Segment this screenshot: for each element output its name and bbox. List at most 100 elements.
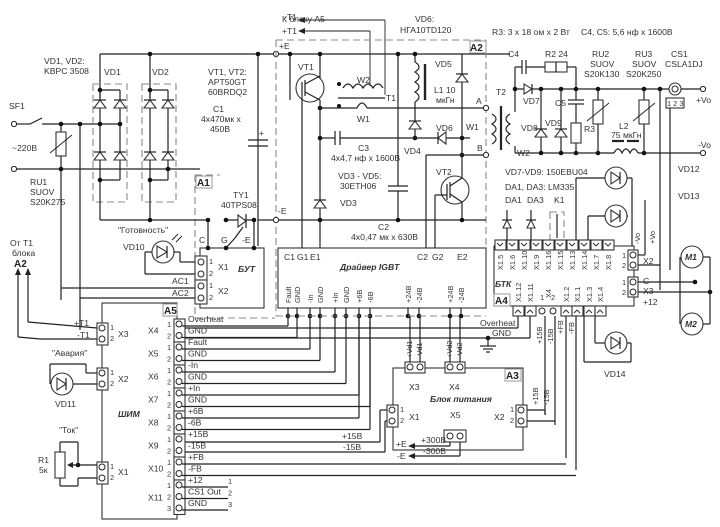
a4-x4-terminal (549, 307, 557, 315)
vd3-diode (312, 199, 328, 209)
vd5-label: VD5 (435, 59, 452, 69)
a5-name: ШИМ (118, 409, 141, 419)
x2-minus-vo: -Vo (633, 233, 642, 244)
a4-x4-terminal (538, 307, 546, 315)
a5-pin-label: CS1 Out (188, 487, 222, 497)
a5-pin-label: GND (188, 372, 207, 382)
svg-text:1: 1 (622, 251, 626, 260)
a5-terminal (175, 332, 183, 339)
minus-300-label: -300B (423, 446, 446, 456)
driver-pin-label: -24B (415, 287, 424, 303)
vd11-caption: "Авария" (52, 348, 87, 358)
a5-label: A5 (164, 306, 177, 317)
a5-pin-number: 2 (167, 332, 171, 341)
a5-terminal (175, 504, 183, 512)
svg-text:1: 1 (209, 281, 213, 290)
drv-pin-c1: C1 (284, 252, 295, 262)
a5-pin-label: -In (188, 360, 198, 370)
a5-pin-number: 1 (167, 366, 171, 375)
vd1-label: VD1 (104, 67, 121, 77)
a5-terminal (175, 493, 183, 500)
svg-text:1: 1 (209, 257, 213, 266)
vd6-part: НГА10ТD120 (400, 25, 452, 35)
terminal-glyph (562, 309, 570, 314)
c2-value: 4х0,47 мк х 630В (351, 232, 418, 242)
driver-pin-label: -24B (457, 287, 466, 303)
c3-label: C3 (358, 143, 369, 153)
a5-pin-label: GND (188, 326, 207, 336)
vd5-diode (454, 73, 470, 83)
r3-resistor (570, 122, 582, 144)
gnd-label: GND (492, 328, 511, 338)
svg-text:2: 2 (622, 288, 626, 297)
a5-terminal (175, 447, 183, 454)
a3-x5: X5 (450, 410, 461, 420)
a5-pin-number: 2 (167, 447, 171, 456)
ac2-label: AC2 (172, 288, 189, 298)
a5-connector-name: X4 (148, 326, 159, 336)
a4-x4-label: X4 (544, 289, 553, 298)
sf1-label: SF1 (9, 101, 25, 111)
a5-terminal (175, 424, 183, 431)
from-t1-a2: А2 (14, 259, 27, 270)
igbt-driver-board (277, 247, 487, 309)
a5-pwm-board: A5 ШИМ 12 X3 +T1 -T1 12 X2 "Авария" VD11… (17, 302, 576, 520)
l2-inductor (613, 148, 639, 155)
minus-t1-label: -T1 (77, 330, 90, 340)
t2-label: T2 (496, 87, 506, 97)
a2-power-stage: A2 К блоку А5 -T1 +T1 +E VD6: НГА10ТD120… (258, 12, 497, 319)
ty1-label: TY1 (233, 190, 249, 200)
p15-label: +15B (342, 431, 363, 441)
t1-minus-label: -T1 (284, 12, 297, 22)
cs1-label: CS1 (671, 49, 688, 59)
vd4-diode (407, 120, 423, 130)
a5-terminal (175, 389, 183, 397)
a5-pin-number: 1 (167, 389, 171, 398)
mains-terminal-2 (10, 165, 18, 173)
a5-terminal (175, 481, 183, 489)
vd7-diode (523, 83, 534, 95)
a4-bottom-pin-label: X1.1 (573, 287, 582, 302)
a5-pin-number: 1 (228, 477, 232, 486)
drv-pin-g1: G1 (297, 252, 309, 262)
a3-x1: X1 (409, 412, 420, 422)
a1-x2: X2 (218, 286, 229, 296)
r1-potentiometer (54, 451, 66, 479)
from-t1-block: блока (12, 248, 35, 258)
vd6-diode (437, 130, 447, 146)
a5-connectors: X41Overheat2GNDX51Fault2GNDX61-In2GNDX71… (148, 314, 576, 516)
a5-pin-label: Overheat (188, 314, 224, 324)
t1-label: T1 (386, 93, 396, 103)
cs1-part: CSLA1DJ (665, 59, 703, 69)
a4-p15-label: +15B (535, 326, 544, 344)
c4c5-note: C4, C5: 5,6 нф х 1600В (581, 27, 673, 37)
vd12-label: VD12 (678, 164, 700, 174)
svg-text:2: 2 (110, 379, 114, 388)
da-note: DA1, DA3: LM335 (505, 182, 574, 192)
vd3-vd5-part: 30ETH06 (340, 181, 377, 191)
a5-pin-number: 2 (167, 493, 171, 502)
ru3-label: RU3 (635, 49, 652, 59)
a4-label: A4 (495, 296, 508, 307)
vd13-label: VD13 (678, 191, 700, 201)
mains-terminal-1 (10, 120, 18, 128)
a5-pin-number: 1 (167, 320, 171, 329)
r3-note: R3: 3 х 18 ом х 2 Вт (492, 27, 570, 37)
a5-pin-label: GND (188, 395, 207, 405)
x3-c-label: C (643, 276, 649, 286)
a1-block: A1 TY1 40TPS08 C G -E БУТ 12 12 X1 X2 AC… (61, 175, 265, 309)
terminal-glyph (520, 242, 528, 247)
t2-secondary (505, 113, 512, 145)
ru2-part: S20K130 (584, 69, 620, 79)
driver-pin-label: +In (331, 293, 340, 303)
node-a: A (476, 96, 482, 106)
a5-x2: X2 (118, 374, 129, 384)
svg-text:1: 1 (622, 278, 626, 287)
vd10-caption: "Готовность" (118, 225, 168, 235)
driver-pin-label: -In (306, 294, 315, 303)
a5-pin-number: 2 (167, 424, 171, 433)
a5-pin-number: 3 (228, 500, 232, 509)
